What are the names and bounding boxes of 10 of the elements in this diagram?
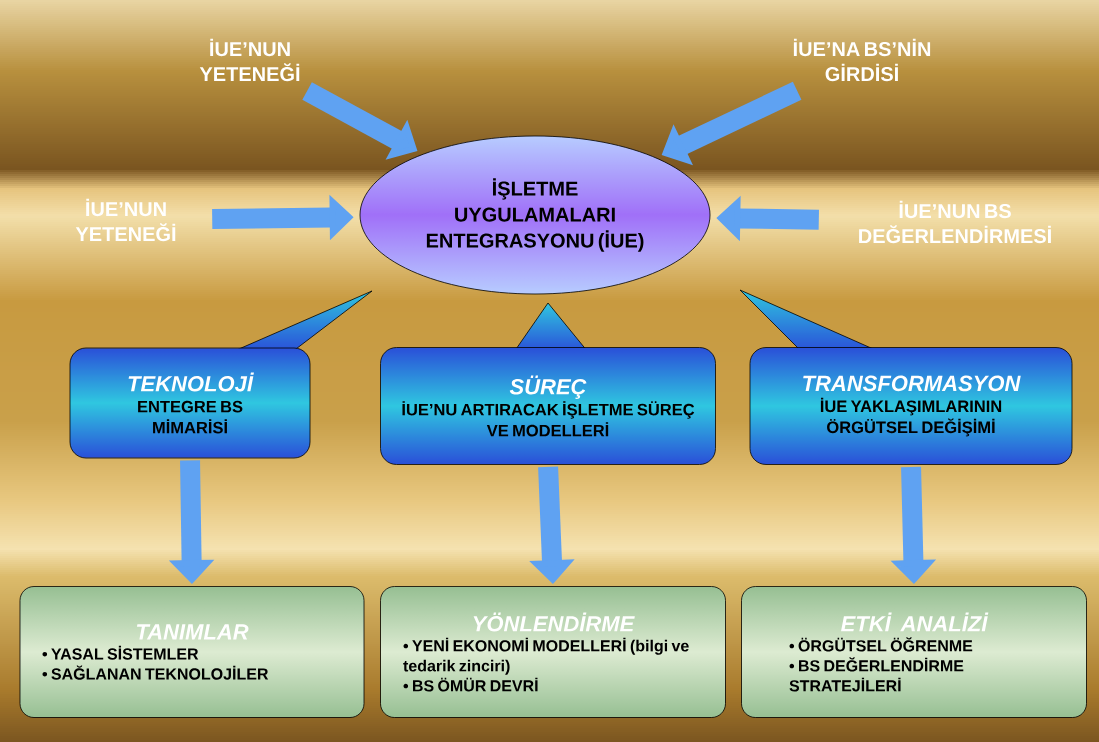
callout-box: TRANSFORMASYON İUE YAKLAŞIMLARININ ÖRGÜTSEL DEĞİŞİMİ <box>739 289 1073 465</box>
callout-box: TEKNOLOJİ ENTEGRE BS MİMARİSİ <box>69 290 373 459</box>
rounded-box: TANIMLAR • YASAL SİSTEMLER • SAĞLANAN TEKNOLOJİLER <box>19 586 365 718</box>
label-text: İUE’NUN YETENEĞİ <box>199 38 300 82</box>
callout-box: SÜREÇ İUE’NU ARTIRACAK İŞLETME SÜREÇ VE MODELLERİ <box>380 302 716 465</box>
label-text: İUE’NUN YETENEĞİ <box>75 198 176 242</box>
label-text: İUE’NUN BS DEĞERLENDİRMESİ <box>859 200 1051 244</box>
rounded-box: YÖNLENDİRME • YENİ EKONOMİ MODELLERİ (bilgi ve tedarik zinciri) • BS ÖMÜR DEVRİ <box>380 586 726 718</box>
rounded-box: ETKİ ANALİZİ • ÖRGÜTSEL ÖĞRENME • BS DEĞERLENDİRME STRATEJİLERİ <box>741 586 1087 718</box>
label-text: İUE’NA BS’NİN GİRDİSİ <box>793 38 931 82</box>
